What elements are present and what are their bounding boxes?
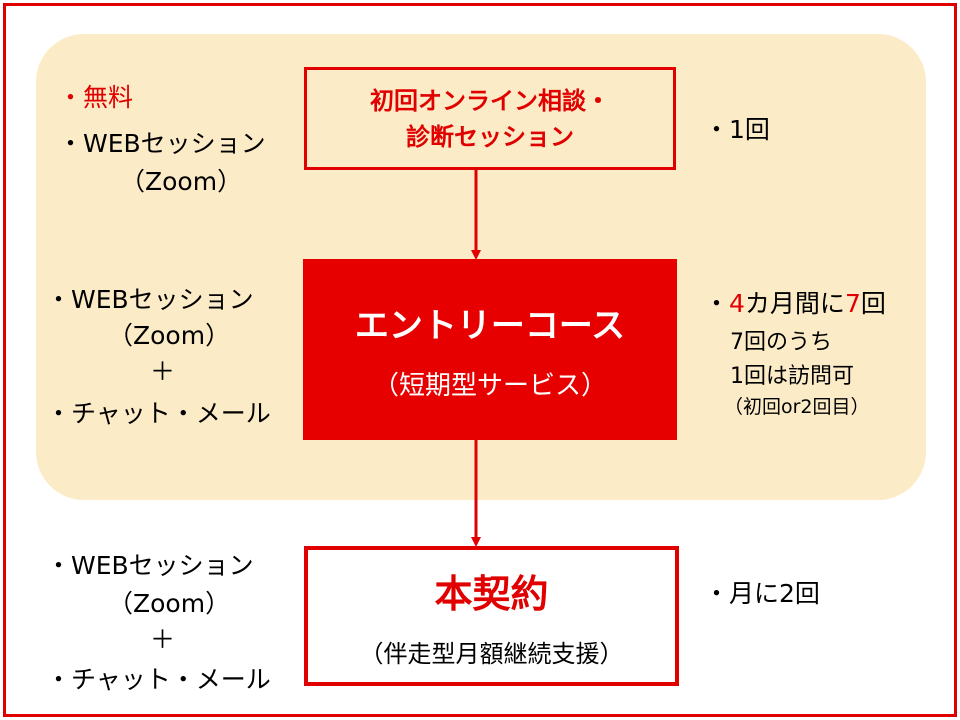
entry-course-box: エントリーコース （短期型サービス） xyxy=(303,259,677,440)
main-contract-subtitle: （伴走型月額継続支援） xyxy=(359,640,624,668)
outer-frame xyxy=(3,3,957,717)
stage2-count: ・4カ月間に7回 xyxy=(704,284,886,320)
initial-box-line2: 診断セッション xyxy=(406,122,574,151)
stage3-web-label: ・WEBセッション xyxy=(46,551,254,580)
stage2-note1: 7回のうち xyxy=(730,330,832,355)
entry-course-subtitle: （短期型サービス） xyxy=(372,370,607,401)
initial-box-line1: 初回オンライン相談・ xyxy=(370,86,610,115)
main-contract-title: 本契約 xyxy=(434,572,549,616)
main-contract-box: 本契約 （伴走型月額継続支援） xyxy=(304,546,679,686)
stage2-count-prefix: ・ xyxy=(704,289,730,318)
stage3-zoom-label: （Zoom） xyxy=(108,589,231,618)
stage3-count: ・月に2回 xyxy=(704,579,820,608)
stage2-plus: ＋ xyxy=(150,357,176,386)
free-label: ・無料 xyxy=(58,83,134,112)
initial-consultation-box: 初回オンライン相談・ 診断セッション xyxy=(304,67,676,170)
stage2-count-mid: カ月間に xyxy=(744,289,845,318)
stage3-chat-label: ・チャット・メール xyxy=(46,665,271,694)
stage1-zoom-label: （Zoom） xyxy=(120,167,243,196)
stage2-note3: （初回or2回目） xyxy=(724,396,870,418)
stage1-web-label: ・WEBセッション xyxy=(58,129,266,158)
entry-course-title: エントリーコース xyxy=(354,305,626,346)
stage2-chat-label: ・チャット・メール xyxy=(46,399,271,428)
stage2-web-label: ・WEBセッション xyxy=(46,285,254,314)
stage2-count-suffix: 回 xyxy=(860,289,886,318)
stage1-count: ・1回 xyxy=(704,115,770,144)
stage3-plus: ＋ xyxy=(150,625,176,654)
stage2-note2: 1回は訪問可 xyxy=(730,364,854,389)
stage2-zoom-label: （Zoom） xyxy=(108,321,231,350)
stage2-count-sessions: 7 xyxy=(844,289,861,318)
stage2-count-months: 4 xyxy=(729,289,745,318)
